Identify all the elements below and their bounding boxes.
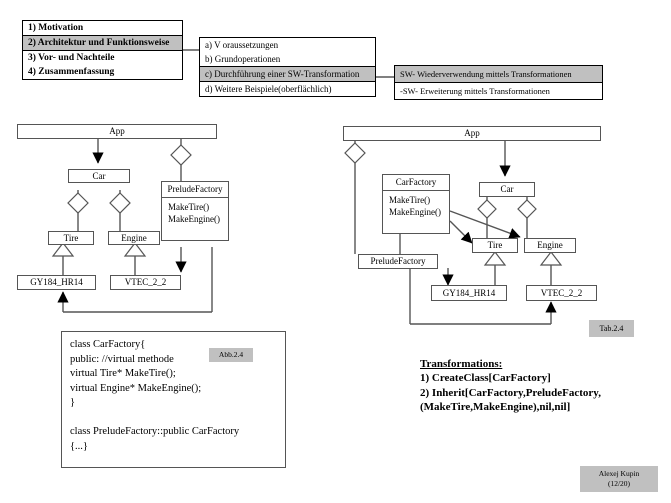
code-line-1: class CarFactory{ (70, 339, 146, 350)
left-class-car[interactable]: Car (68, 169, 130, 183)
abb-tag: Abb.2.4 (209, 348, 253, 362)
left-class-preludefactory-label: PreludeFactory (167, 184, 223, 194)
agenda-item-3[interactable]: 3) Vor- und Nachteile (23, 50, 182, 65)
subagenda-item-a[interactable]: a) V oraussetzungen (205, 40, 279, 50)
subagenda-item-c[interactable]: c) Durchführung einer SW-Transformation (200, 66, 375, 81)
left-class-preludefactory-header: PreludeFactory (161, 181, 229, 198)
subagenda-menu: a) V oraussetzungen b) Grundoperationen … (199, 37, 376, 97)
transform-menu-item-extend[interactable]: -SW- Erweiterung mittels Transformatione… (395, 82, 602, 99)
left-class-vtec-label: VTEC_2_2 (124, 277, 167, 287)
left-class-vtec[interactable]: VTEC_2_2 (110, 275, 181, 290)
transform-menu-item-reuse[interactable]: SW- Wiederverwendung mittels Transformat… (395, 66, 602, 82)
footer-author-box: Alexej Kupin (12/20) (580, 466, 658, 492)
right-class-carfactory-ops: MakeTire() MakeEngine() (382, 191, 450, 234)
subagenda-item-d[interactable]: d) Weitere Beispiele(oberflächlich) (200, 81, 375, 96)
transformations-title: Transformations: (420, 358, 503, 370)
left-class-tire[interactable]: Tire (48, 231, 94, 245)
right-class-vtec[interactable]: VTEC_2_2 (526, 285, 597, 301)
left-op-maketire: MakeTire() (168, 202, 210, 212)
agenda-item-2[interactable]: 2) Architektur und Funktionsweise (23, 35, 182, 50)
transformations-block: Transformations: 1) CreateClass[CarFacto… (420, 357, 660, 415)
left-class-preludefactory[interactable]: PreludeFactory MakeTire() MakeEngine() (161, 181, 229, 241)
left-class-app[interactable]: App (17, 124, 217, 139)
abb-tag-label: Abb.2.4 (218, 350, 244, 359)
right-class-vtec-label: VTEC_2_2 (540, 287, 583, 298)
right-class-gy184[interactable]: GY184_HR14 (431, 285, 507, 301)
code-line-2: public: //virtual methode (70, 353, 174, 365)
right-op-maketire: MakeTire() (389, 195, 431, 205)
right-class-carfactory[interactable]: CarFactory MakeTire() MakeEngine() (382, 174, 450, 234)
footer-page: (12/20) (607, 479, 631, 488)
left-class-engine-label: Engine (121, 232, 147, 243)
right-class-car[interactable]: Car (479, 182, 535, 197)
left-class-preludefactory-ops: MakeTire() MakeEngine() (161, 198, 229, 241)
transformations-line-2: 2) Inherit[CarFactory,PreludeFactory, (420, 386, 601, 399)
code-line-6 (70, 411, 277, 426)
left-class-car-label: Car (92, 170, 106, 181)
right-class-preludefactory[interactable]: PreludeFactory (358, 254, 438, 269)
left-class-app-label: App (109, 126, 125, 136)
right-class-app-label: App (464, 128, 480, 138)
right-class-gy184-label: GY184_HR14 (442, 287, 496, 298)
left-class-gy184-label: GY184_HR14 (30, 277, 83, 287)
footer-author: Alexej Kupin (598, 469, 640, 478)
agenda-item-1[interactable]: 1) Motivation (28, 23, 84, 33)
transformations-line-3: (MakeTire,MakeEngine),nil,nil] (420, 401, 571, 413)
code-line-5: } (70, 397, 76, 408)
transform-menu: SW- Wiederverwendung mittels Transformat… (394, 65, 603, 100)
transformations-line-1: 1) CreateClass[CarFactory] (420, 372, 551, 384)
right-class-preludefactory-label: PreludeFactory (370, 256, 426, 266)
left-class-engine[interactable]: Engine (108, 231, 160, 245)
code-line-3: virtual Tire* MakeTire(); (70, 368, 176, 379)
code-line-8: {...} (70, 440, 88, 452)
tab-tag: Tab.2.4 (589, 320, 634, 337)
right-class-tire-label: Tire (487, 240, 503, 250)
agenda-menu: 1) Motivation 2) Architektur und Funktio… (22, 20, 183, 80)
code-line-7: class PreludeFactory::public CarFactory (70, 426, 240, 437)
right-class-car-label: Car (500, 184, 514, 194)
right-class-app[interactable]: App (343, 126, 601, 141)
tab-tag-label: Tab.2.4 (599, 324, 624, 333)
left-class-gy184[interactable]: GY184_HR14 (17, 275, 96, 290)
right-class-engine[interactable]: Engine (524, 238, 576, 253)
right-class-engine-label: Engine (537, 240, 563, 250)
right-class-tire[interactable]: Tire (472, 238, 518, 253)
agenda-item-4[interactable]: 4) Zusammenfassung (28, 67, 115, 77)
left-class-tire-label: Tire (63, 232, 79, 243)
code-line-4: virtual Engine* MakeEngine(); (70, 382, 202, 394)
left-op-makeengine: MakeEngine() (168, 214, 220, 224)
right-class-carfactory-header: CarFactory (382, 174, 450, 191)
subagenda-item-b[interactable]: b) Grundoperationen (205, 54, 281, 64)
right-class-carfactory-label: CarFactory (395, 177, 437, 187)
right-op-makeengine: MakeEngine() (389, 207, 441, 217)
